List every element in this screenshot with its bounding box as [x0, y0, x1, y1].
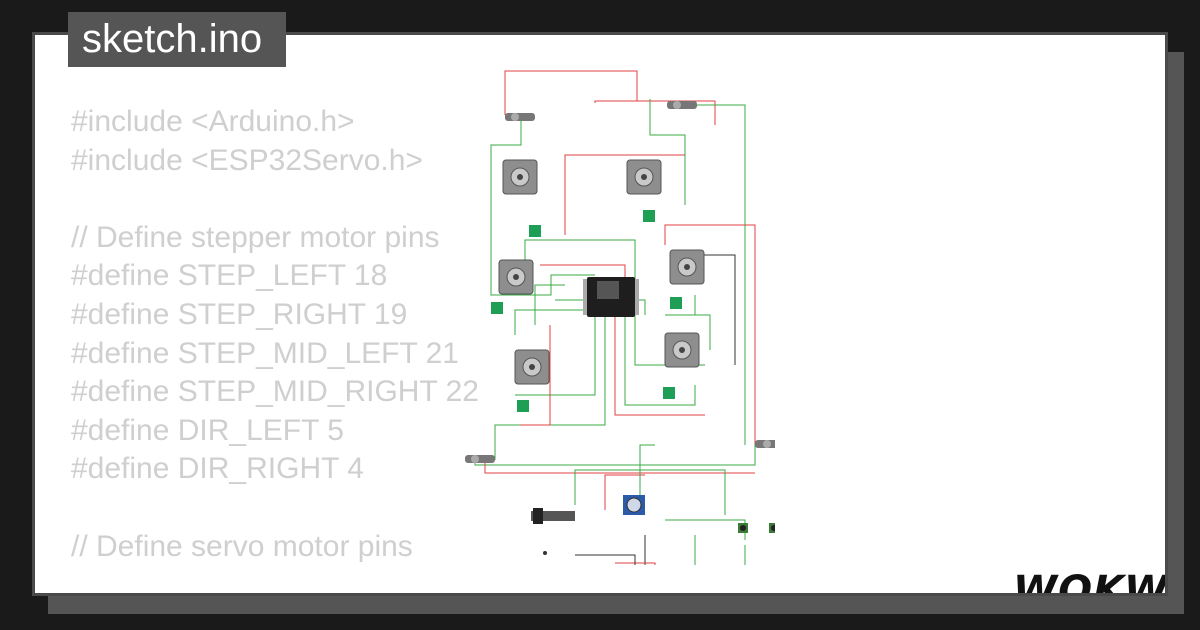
stepper-driver-5 — [517, 400, 529, 412]
stepper-motor-3 — [498, 259, 534, 295]
code-line: #define STEP_LEFT 18 — [71, 259, 388, 293]
slide-potentiometer — [531, 508, 575, 524]
stepper-driver-6 — [663, 387, 675, 399]
wires — [474, 70, 775, 565]
code-line: #define STEP_RIGHT 19 — [71, 297, 408, 331]
stepper-driver-3 — [491, 302, 503, 314]
file-name-tab: sketch.ino — [68, 12, 287, 67]
wokwi-logo: WOKWi — [1013, 568, 1168, 596]
servo-motor-bottom-right — [755, 440, 775, 448]
code-line: // Define stepper motor pins — [71, 220, 440, 254]
servo-motor-bottom-left — [465, 455, 495, 463]
stepper-driver-4 — [670, 297, 682, 309]
stepper-motor-2 — [626, 159, 662, 195]
code-line: #define STEP_MID_LEFT 21 — [71, 336, 459, 370]
code-line — [71, 180, 479, 219]
stepper-motor-5 — [514, 349, 550, 385]
code-line: // Define servo motor pins — [71, 529, 413, 563]
stepper-motor-4 — [669, 249, 705, 285]
code-preview: #include <Arduino.h> #include <ESP32Servo… — [71, 103, 479, 566]
pushbutton-1 — [738, 523, 748, 533]
code-line: #include <Arduino.h> — [71, 105, 355, 138]
code-line: #define DIR_LEFT 5 — [71, 413, 344, 447]
esp32-board — [583, 277, 639, 317]
joystick-module — [623, 495, 645, 515]
code-line: #define STEP_MID_RIGHT 22 — [71, 375, 479, 409]
code-line: #include <ESP32Servo.h> — [71, 143, 423, 177]
circuit-diagram — [465, 70, 775, 565]
stepper-driver-1 — [529, 225, 541, 237]
stepper-motor-1 — [502, 159, 538, 195]
servo-motor-top-left — [505, 113, 535, 121]
project-preview-card: #include <Arduino.h> #include <ESP32Servo… — [32, 32, 1168, 596]
servo-motor-top-right — [667, 101, 697, 109]
code-line — [71, 489, 479, 528]
stepper-driver-2 — [643, 210, 655, 222]
code-line: #define DIR_RIGHT 4 — [71, 452, 364, 486]
pushbutton-2 — [769, 523, 775, 533]
stepper-motor-6 — [664, 332, 700, 368]
